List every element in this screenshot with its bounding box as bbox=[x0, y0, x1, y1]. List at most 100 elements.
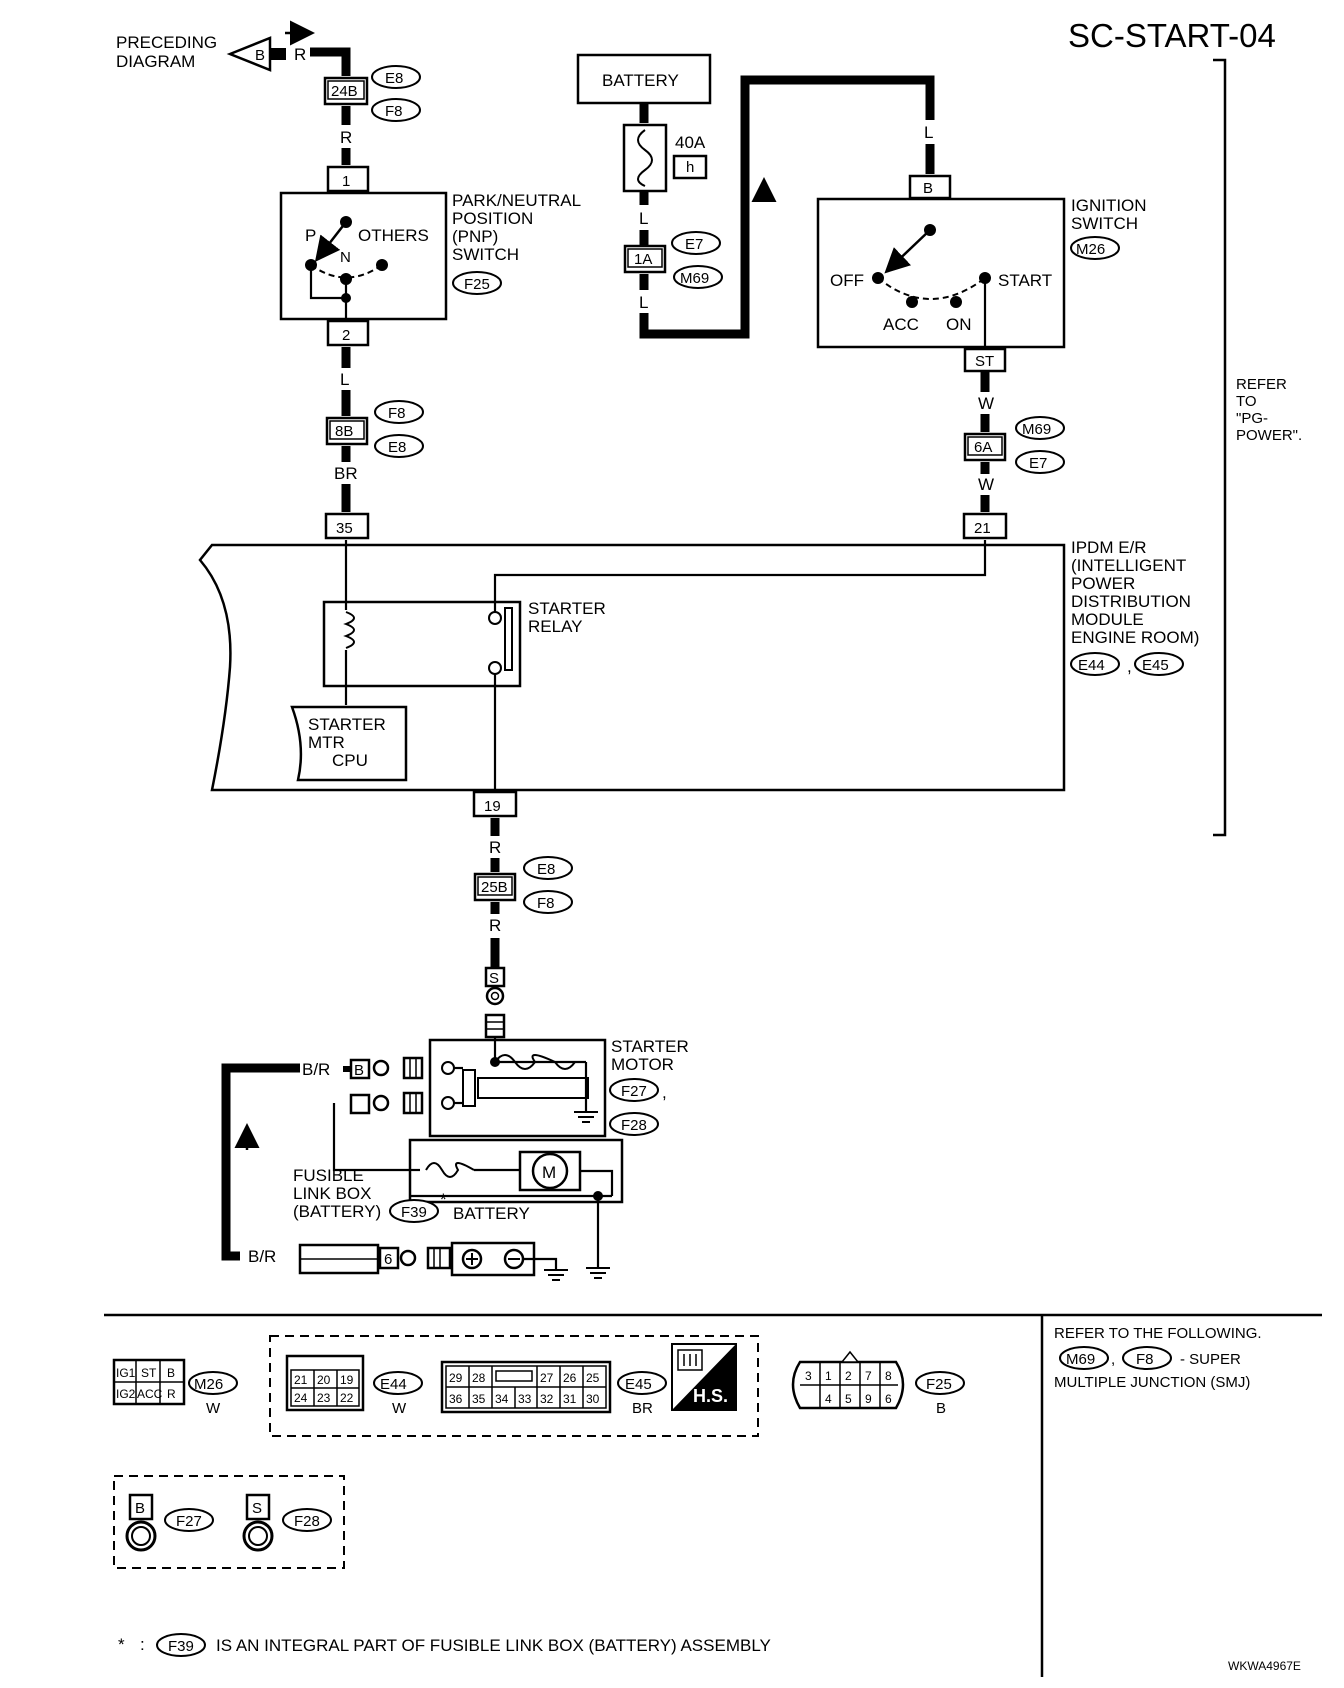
wire-color-r-2: R bbox=[489, 838, 501, 857]
wire-color-r-3: R bbox=[489, 916, 501, 935]
connector-face-e44: 21 20 19 24 23 22 bbox=[285, 1354, 365, 1412]
connector-21 bbox=[962, 512, 1008, 540]
harness-ref-f39 bbox=[389, 1199, 439, 1223]
connector-st bbox=[963, 347, 1007, 373]
svg-text:h: h bbox=[686, 159, 694, 176]
pnp-label-3: (PNP) bbox=[452, 227, 498, 246]
svg-text:1A: 1A bbox=[634, 251, 652, 268]
harness-ref-f25 bbox=[452, 271, 502, 295]
ipdm-label-5: MODULE bbox=[1071, 610, 1144, 629]
harness-ref-f8 bbox=[371, 98, 421, 122]
svg-text:S: S bbox=[252, 1500, 262, 1517]
connector-face-e45: 29 28 27 26 25 36 35 34 33 32 31 30 bbox=[440, 1360, 612, 1414]
svg-text:23: 23 bbox=[317, 1391, 331, 1405]
motor-icon bbox=[531, 1152, 569, 1190]
connector-s bbox=[484, 966, 506, 988]
preceding-connector: B bbox=[255, 47, 265, 64]
wire-color-br-slash-2: B/R bbox=[248, 1247, 276, 1266]
wire-br-loop bbox=[221, 1063, 300, 1261]
svg-text:*: * bbox=[440, 1190, 447, 1209]
wire-color-br: BR bbox=[334, 464, 358, 483]
preceding-label-2: DIAGRAM bbox=[116, 52, 195, 71]
wire-color-w-1: W bbox=[978, 394, 994, 413]
svg-text:*: * bbox=[118, 1635, 125, 1654]
diagram-code: WKWA4967E bbox=[1228, 1659, 1301, 1673]
ipdm-label-3: POWER bbox=[1071, 574, 1135, 593]
starter-cpu-label-3: CPU bbox=[332, 751, 368, 770]
svg-text:F8: F8 bbox=[537, 895, 555, 912]
svg-text:IG1: IG1 bbox=[116, 1366, 136, 1380]
wire-color-l-battery: L bbox=[639, 209, 648, 228]
svg-text:27: 27 bbox=[540, 1371, 554, 1385]
svg-text:2: 2 bbox=[845, 1369, 852, 1383]
harness-ref-e7-2 bbox=[1015, 450, 1065, 474]
diagram-title: SC-START-04 bbox=[1068, 17, 1276, 54]
svg-text:B: B bbox=[167, 1366, 175, 1380]
pnp-p-label: P bbox=[305, 226, 316, 245]
svg-text:B: B bbox=[936, 1400, 946, 1417]
fuse-40a bbox=[622, 123, 668, 193]
svg-text:31: 31 bbox=[563, 1392, 577, 1406]
svg-text:E44: E44 bbox=[1078, 657, 1105, 674]
svg-text:19: 19 bbox=[340, 1373, 354, 1387]
svg-text:R: R bbox=[167, 1387, 176, 1401]
refer-text-2: TO bbox=[1236, 393, 1257, 410]
pnp-label-1: PARK/NEUTRAL bbox=[452, 191, 581, 210]
svg-text:M69: M69 bbox=[680, 270, 709, 287]
harness-ref-e44 bbox=[1070, 652, 1120, 676]
refer-text-3: "PG- bbox=[1236, 410, 1268, 427]
starter-relay-label-2: RELAY bbox=[528, 617, 583, 636]
svg-text:ACC: ACC bbox=[137, 1387, 163, 1401]
wire-color-w-2: W bbox=[978, 475, 994, 494]
harness-ref-m69 bbox=[673, 265, 723, 289]
ignition-start: START bbox=[998, 271, 1052, 290]
svg-text:E44: E44 bbox=[380, 1376, 407, 1393]
connector-terminal bbox=[270, 48, 286, 60]
svg-text:6: 6 bbox=[384, 1251, 392, 1268]
svg-text:6A: 6A bbox=[974, 439, 992, 456]
svg-text:H.S.: H.S. bbox=[693, 1386, 728, 1406]
svg-text:30: 30 bbox=[586, 1392, 600, 1406]
fusible-battery-label: BATTERY bbox=[453, 1204, 530, 1223]
ignition-label-2: SWITCH bbox=[1071, 214, 1138, 233]
starter-motor-label-2: MOTOR bbox=[611, 1055, 674, 1074]
svg-text:F8: F8 bbox=[1136, 1351, 1154, 1368]
ipdm-label-4: DISTRIBUTION bbox=[1071, 592, 1191, 611]
svg-text:M26: M26 bbox=[1076, 241, 1105, 258]
svg-text:- SUPER: - SUPER bbox=[1180, 1351, 1241, 1368]
starter-relay-label-1: STARTER bbox=[528, 599, 606, 618]
wire-color-br-slash-1: B/R bbox=[302, 1060, 330, 1079]
harness-ref-f8-3 bbox=[523, 890, 573, 914]
svg-text:W: W bbox=[206, 1400, 221, 1417]
svg-text:34: 34 bbox=[495, 1392, 509, 1406]
svg-text:7: 7 bbox=[865, 1369, 872, 1383]
ipdm-label-1: IPDM E/R bbox=[1071, 538, 1147, 557]
starter-cpu-label-2: MTR bbox=[308, 733, 345, 752]
svg-text:E45: E45 bbox=[1142, 657, 1169, 674]
pnp-label-4: SWITCH bbox=[452, 245, 519, 264]
battery-box bbox=[576, 53, 712, 105]
harness-ref-m26 bbox=[1070, 236, 1120, 260]
svg-text:B: B bbox=[354, 1062, 364, 1079]
svg-text:F25: F25 bbox=[926, 1376, 952, 1393]
battery-label: BATTERY bbox=[602, 71, 679, 90]
svg-text:36: 36 bbox=[449, 1392, 463, 1406]
svg-text:32: 32 bbox=[540, 1392, 554, 1406]
svg-text:M26: M26 bbox=[194, 1376, 223, 1393]
svg-text:F25: F25 bbox=[464, 276, 490, 293]
connector-1 bbox=[326, 165, 370, 193]
svg-text:3: 3 bbox=[805, 1369, 812, 1383]
ignition-off: OFF bbox=[830, 271, 864, 290]
footnote-text: IS AN INTEGRAL PART OF FUSIBLE LINK BOX … bbox=[216, 1636, 771, 1655]
svg-text:F39: F39 bbox=[401, 1204, 427, 1221]
wire-color-l-ignition: L bbox=[924, 123, 933, 142]
connector-2 bbox=[326, 319, 370, 347]
svg-text:4: 4 bbox=[825, 1392, 832, 1406]
ipdm-label-6: ENGINE ROOM) bbox=[1071, 628, 1199, 647]
svg-text:8B: 8B bbox=[335, 423, 353, 440]
connector-24b-label: 24B bbox=[331, 83, 358, 100]
svg-text:B: B bbox=[923, 180, 933, 197]
pnp-others-label: OTHERS bbox=[358, 226, 429, 245]
svg-text:35: 35 bbox=[472, 1392, 486, 1406]
